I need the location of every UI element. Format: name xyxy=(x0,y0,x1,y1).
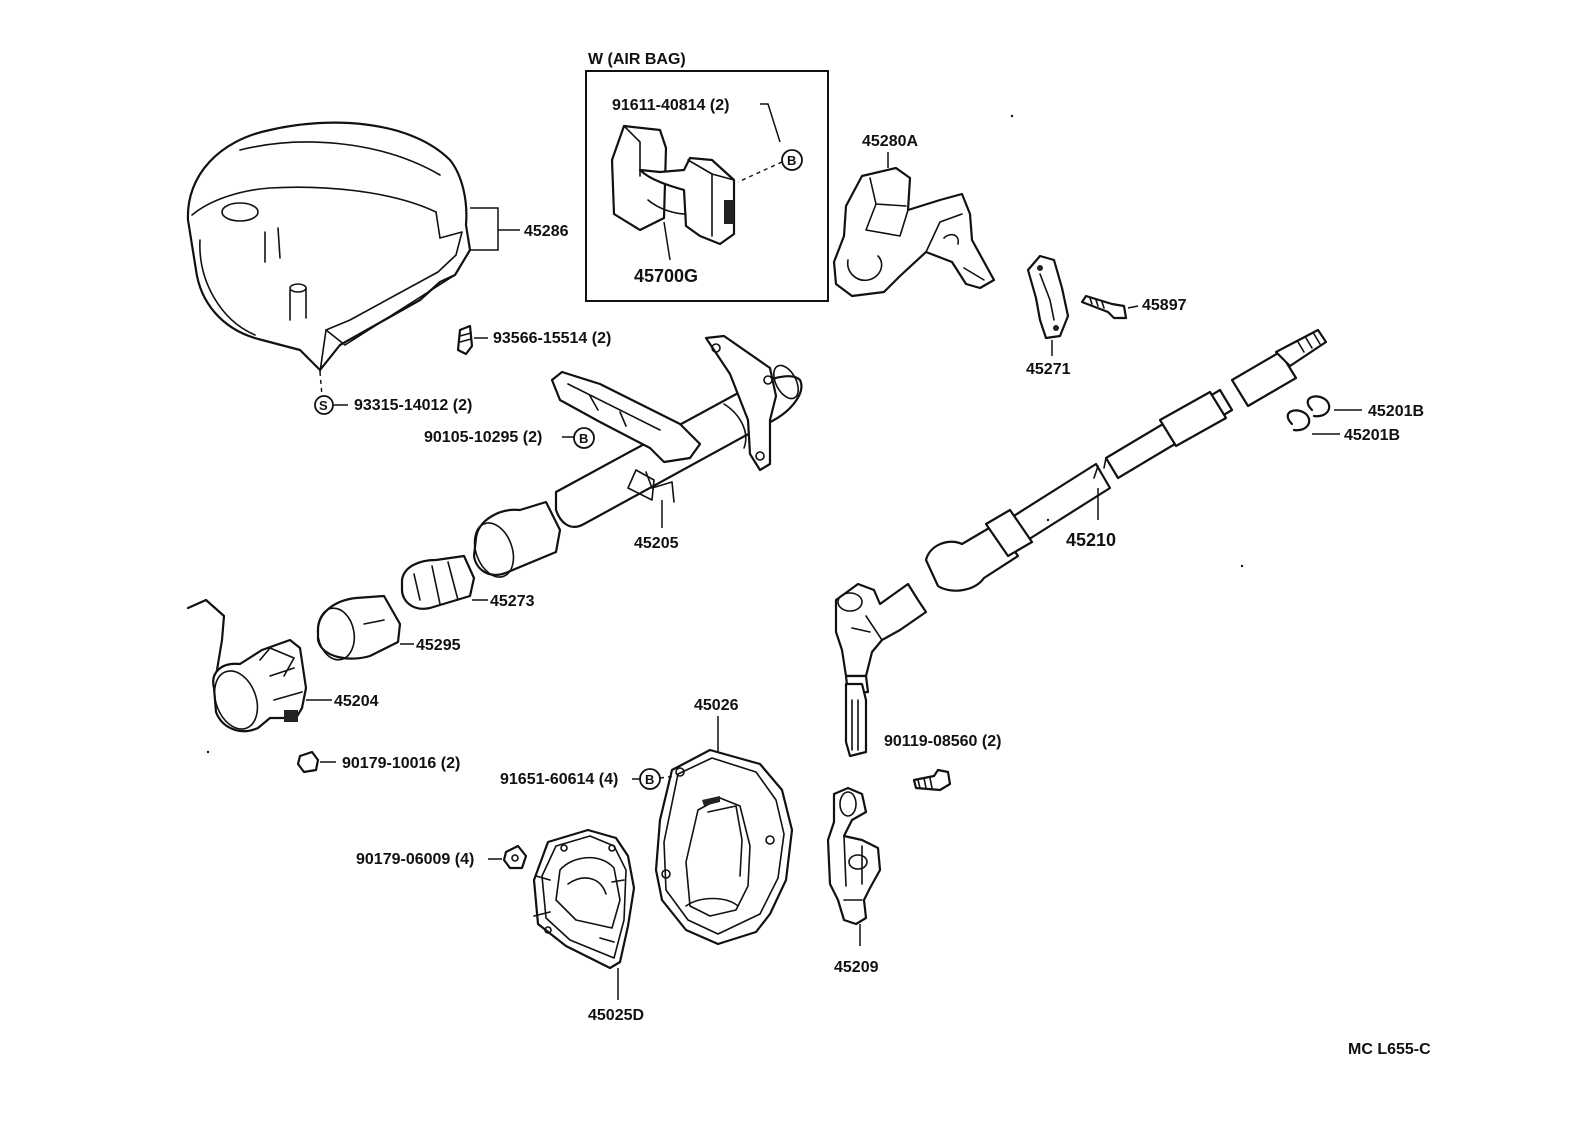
universal-joint-45209 xyxy=(826,786,882,926)
label-45286: 45286 xyxy=(524,223,569,240)
label-90119: 90119-08560 (2) xyxy=(884,733,1001,750)
label-45205: 45205 xyxy=(634,535,679,552)
s-marker xyxy=(314,395,334,415)
column-cover-45286 xyxy=(186,121,472,373)
bolt-90119 xyxy=(912,768,952,792)
label-90105: 90105-10295 (2) xyxy=(424,429,542,446)
label-45295: 45295 xyxy=(416,637,461,654)
airbag-box xyxy=(585,70,829,302)
speck xyxy=(206,750,210,754)
bracket-45204 xyxy=(186,598,308,733)
lock-bracket-45280a xyxy=(832,166,996,298)
b-marker-airbag xyxy=(781,149,803,171)
label-45273: 45273 xyxy=(490,593,535,610)
label-93566: 93566-15514 (2) xyxy=(493,330,611,347)
snap-ring-45201b-a xyxy=(1306,395,1331,418)
sleeve xyxy=(472,500,562,578)
s-marker-text: S xyxy=(319,398,328,413)
boot-plate-45026 xyxy=(654,748,794,946)
label-93315: 93315-14012 (2) xyxy=(354,397,472,414)
label-45201b-1: 45201B xyxy=(1368,403,1424,420)
label-45025d: 45025D xyxy=(588,1007,644,1024)
column-tube-45205 xyxy=(550,334,803,528)
b-marker-91651 xyxy=(639,768,661,790)
label-45271: 45271 xyxy=(1026,361,1071,378)
intermediate-shaft-45210 xyxy=(924,328,1328,592)
label-45209: 45209 xyxy=(834,959,879,976)
speck xyxy=(1046,518,1050,522)
screw-93566 xyxy=(456,324,474,356)
bolt-45897 xyxy=(1080,294,1128,320)
b-marker-90105-text: B xyxy=(579,431,588,446)
airbag-sensor-45700g xyxy=(610,124,736,246)
nut-90179-10016 xyxy=(296,750,320,774)
clamp-45271 xyxy=(1026,254,1070,340)
label-90179b: 90179-06009 (4) xyxy=(356,851,474,868)
speck xyxy=(1240,564,1244,568)
nut-90179-06009 xyxy=(502,844,528,870)
label-45201b-2: 45201B xyxy=(1344,427,1400,444)
universal-joint-upper xyxy=(834,582,928,696)
b-marker-90105 xyxy=(573,427,595,449)
b-marker-91651-text: B xyxy=(645,772,654,787)
label-45897: 45897 xyxy=(1142,297,1187,314)
speck xyxy=(1010,114,1014,118)
label-90179a: 90179-10016 (2) xyxy=(342,755,460,772)
label-45026: 45026 xyxy=(694,697,739,714)
diagram-code: MC L655-C xyxy=(1348,1041,1431,1058)
collar-45273 xyxy=(400,554,476,610)
label-45210: 45210 xyxy=(1066,530,1116,550)
label-91651: 91651-60614 (4) xyxy=(500,771,618,788)
snap-ring-45201b-b xyxy=(1286,409,1311,432)
bushing-45295 xyxy=(316,594,402,661)
label-91611: 91611-40814 (2) xyxy=(612,97,729,114)
splined-shaft xyxy=(844,682,868,758)
b-marker-airbag-text: B xyxy=(787,153,796,168)
label-45280a: 45280A xyxy=(862,133,918,150)
airbag-box-title: W (AIR BAG) xyxy=(588,51,686,68)
plate-45025d xyxy=(532,828,636,970)
label-45700g: 45700G xyxy=(634,266,698,286)
label-45204: 45204 xyxy=(334,693,379,710)
